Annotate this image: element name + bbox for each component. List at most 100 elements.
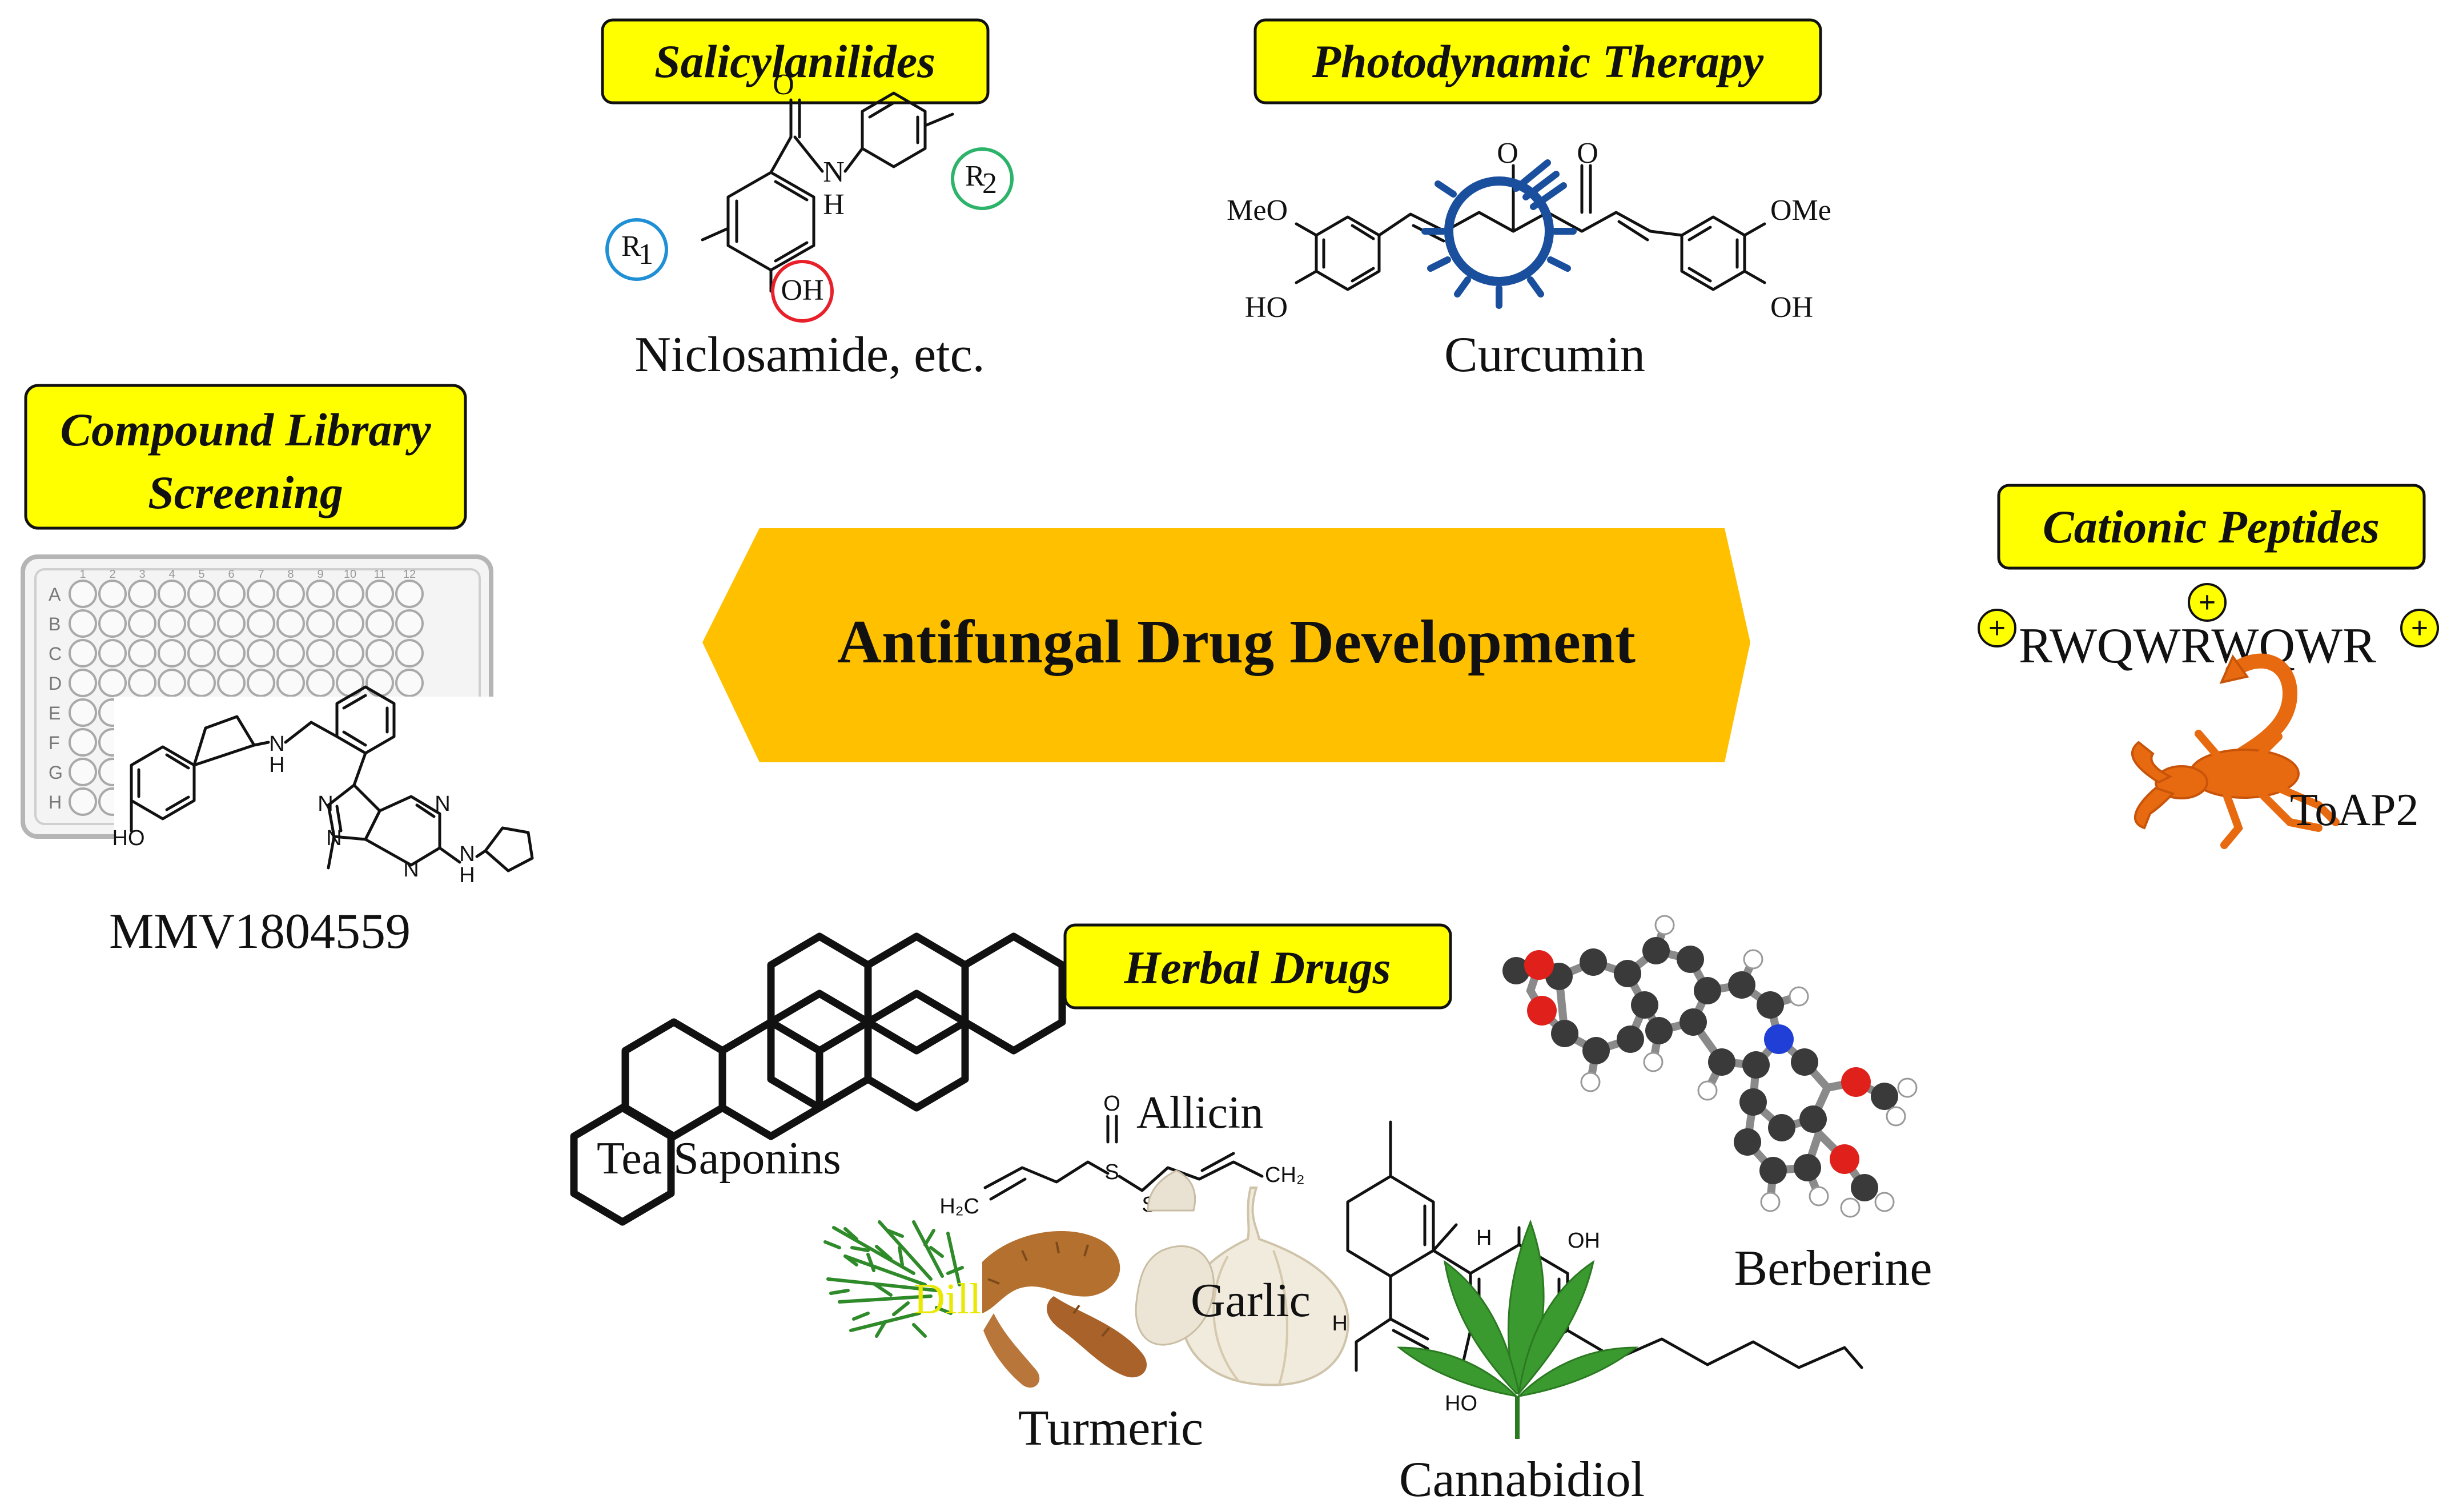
plate-well bbox=[217, 580, 246, 608]
photodynamic-label-box bbox=[1253, 18, 1822, 104]
atom-OH-cbd: OH bbox=[1568, 1229, 1600, 1253]
plate-well bbox=[336, 639, 364, 667]
charge-marker-2: + bbox=[2188, 583, 2227, 622]
garlic-label: Garlic bbox=[1191, 1274, 1311, 1327]
plate-well bbox=[276, 669, 305, 697]
atom-R2: R bbox=[965, 160, 985, 192]
photodynamic-label: Photodynamic Therapy bbox=[1312, 35, 1764, 87]
dill-icon bbox=[823, 1220, 964, 1338]
atom-HO-left: HO bbox=[1245, 291, 1288, 324]
atom-H-mmv-2: H bbox=[459, 863, 475, 887]
oh-highlight-circle bbox=[771, 260, 834, 323]
cannabidiol-label: Cannabidiol bbox=[1399, 1452, 1645, 1507]
plate-well bbox=[395, 580, 424, 608]
plate-well bbox=[395, 609, 424, 638]
toap2-label: ToAP2 bbox=[2290, 785, 2419, 835]
lightbulb-icon bbox=[1421, 159, 1577, 309]
plate-well bbox=[187, 669, 216, 697]
plate-column-label: 5 bbox=[198, 568, 204, 581]
allicin-structure: O S S H₂C CH₂ bbox=[939, 1092, 1304, 1219]
r1-highlight-circle bbox=[605, 218, 668, 281]
atom-H2C-allicin: H₂C bbox=[939, 1195, 979, 1219]
atom-O-allicin: O bbox=[1103, 1092, 1120, 1116]
charge-marker-1: + bbox=[1978, 609, 2016, 648]
plate-well bbox=[365, 639, 394, 667]
plate-well bbox=[187, 580, 216, 608]
plate-well bbox=[158, 669, 186, 697]
atom-N-mmv-6: N bbox=[459, 842, 475, 866]
plate-row-label: H bbox=[49, 792, 62, 813]
plate-well bbox=[128, 669, 156, 697]
plate-column-label: 7 bbox=[258, 568, 264, 581]
plate-well bbox=[158, 580, 186, 608]
atom-O-right: O bbox=[1577, 137, 1598, 170]
plate-well bbox=[247, 639, 275, 667]
plate-row-label: B bbox=[49, 614, 61, 634]
plate-well bbox=[69, 580, 97, 608]
plate-column-label: 8 bbox=[287, 568, 294, 581]
atom-H-mmv-1: H bbox=[269, 753, 284, 777]
plate-row-label: A bbox=[49, 584, 61, 605]
plate-well bbox=[69, 787, 97, 816]
plate-well bbox=[128, 580, 156, 608]
svg-text:+: + bbox=[2411, 611, 2429, 645]
tea-saponin-scaffold bbox=[570, 932, 1066, 1226]
salicylanilides-label: Salicylanilides bbox=[654, 35, 935, 87]
tea-saponins-label: Tea Saponins bbox=[597, 1133, 841, 1184]
plate-well bbox=[98, 609, 127, 638]
plate-column-label: 6 bbox=[228, 568, 234, 581]
plate-well bbox=[395, 639, 424, 667]
center-hub: Antifungal Drug Development bbox=[702, 528, 1750, 762]
plate-column-label: 1 bbox=[79, 568, 86, 581]
atom-H-cbd-2: H bbox=[1332, 1312, 1348, 1336]
plate-column-label: 10 bbox=[344, 568, 356, 581]
plate-well bbox=[217, 639, 246, 667]
atom-N-mmv-1: N bbox=[269, 732, 284, 756]
plate-column-label: 12 bbox=[403, 568, 416, 581]
peptides-section: Cationic Peptides RWQWRWQWR + + + ToAP2 bbox=[1978, 484, 2439, 849]
plate-well bbox=[395, 669, 424, 697]
plate-row-label: E bbox=[49, 703, 61, 723]
herbal-section: Herbal Drugs Tea Saponins O S S H₂C CH₂ bbox=[570, 915, 1932, 1507]
garlic-icon bbox=[1135, 1169, 1349, 1386]
photodynamic-section: Photodynamic Therapy MeO HO bbox=[1227, 18, 1831, 383]
niclosamide-label: Niclosamide, etc. bbox=[634, 327, 985, 383]
plate-well bbox=[336, 580, 364, 608]
plate-well bbox=[158, 639, 186, 667]
atom-N-amide: N bbox=[823, 156, 845, 188]
plate-well bbox=[247, 580, 275, 608]
allicin-label: Allicin bbox=[1136, 1088, 1263, 1138]
plate-row-label: D bbox=[49, 673, 62, 694]
atom-CH2-allicin: CH₂ bbox=[1265, 1163, 1305, 1187]
plate-column-label: 4 bbox=[168, 568, 175, 581]
library-label-line1: Compound Library bbox=[60, 404, 431, 456]
plate-well bbox=[365, 669, 394, 697]
center-title: Antifungal Drug Development bbox=[837, 608, 1636, 676]
plate-row-label: G bbox=[49, 762, 63, 783]
cannabidiol-structure: H H OH HO bbox=[1332, 1120, 1863, 1416]
plate-well bbox=[158, 609, 186, 638]
atom-R1-sub: 1 bbox=[638, 238, 653, 271]
mmv-structure: HO N H N N N N N H bbox=[112, 685, 548, 908]
atom-HO-cbd: HO bbox=[1445, 1392, 1477, 1416]
library-label-line2: Screening bbox=[148, 467, 343, 518]
atom-R2-sub: 2 bbox=[982, 167, 997, 200]
salicylanilides-section: Salicylanilides O N H OH R 1 R bbox=[601, 18, 1014, 383]
herbal-label: Herbal Drugs bbox=[1123, 942, 1391, 994]
plate-well bbox=[128, 639, 156, 667]
peptide-sequence: RWQWRWQWR bbox=[2019, 618, 2376, 674]
plate-well bbox=[336, 609, 364, 638]
dill-label: Dill bbox=[914, 1275, 981, 1323]
plate-well bbox=[98, 669, 127, 697]
plate-well bbox=[69, 758, 97, 786]
atom-OH: OH bbox=[781, 274, 823, 307]
plate-well bbox=[69, 728, 97, 757]
plate-well bbox=[276, 580, 305, 608]
curcumin-label: Curcumin bbox=[1444, 327, 1645, 383]
r2-highlight-circle bbox=[951, 147, 1014, 210]
atom-N-mmv-3: N bbox=[326, 826, 341, 850]
